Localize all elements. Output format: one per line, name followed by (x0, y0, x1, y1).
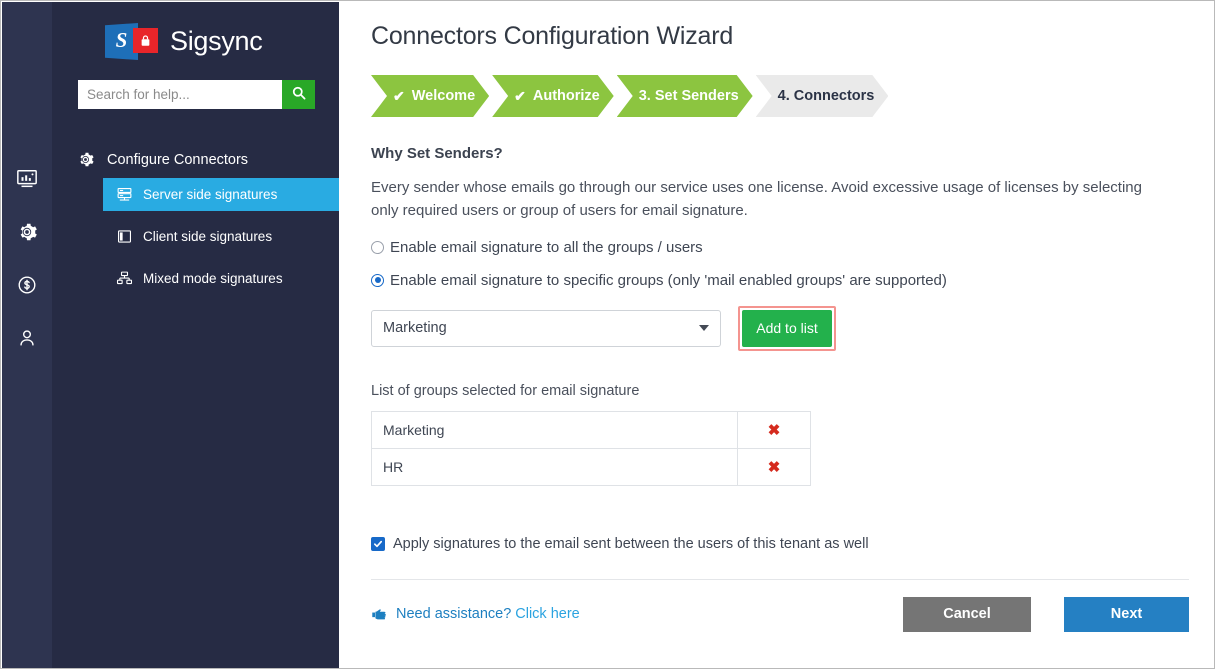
wizard-step-connectors[interactable]: 4. Connectors (756, 75, 889, 117)
table-row: HR ✖ (371, 447, 811, 486)
next-button[interactable]: Next (1064, 596, 1189, 632)
left-icon-rail (2, 2, 52, 668)
wizard-step-label: 4. Connectors (777, 88, 875, 104)
wizard-step-welcome[interactable]: ✔ Welcome (371, 75, 489, 117)
wizard-step-set-senders[interactable]: 3. Set Senders (617, 75, 753, 117)
sidebar-item-label: Mixed mode signatures (143, 271, 283, 286)
dashboard-chart-icon[interactable] (2, 152, 52, 205)
search-button[interactable] (282, 80, 315, 109)
group-select-row: Marketing Add to list (371, 305, 1189, 351)
footer: Need assistance? Click here Cancel Next (371, 596, 1189, 632)
footer-buttons: Cancel Next (903, 596, 1189, 632)
section-title: Why Set Senders? (371, 145, 503, 162)
search-input[interactable] (78, 80, 282, 109)
search-bar (78, 80, 315, 109)
tenant-checkbox-row[interactable]: Apply signatures to the email sent betwe… (371, 536, 1189, 552)
assist-click-here[interactable]: Click here (515, 606, 580, 622)
main-content: Connectors Configuration Wizard ✔ Welcom… (339, 2, 1214, 668)
sigsync-logo-mark: S (105, 23, 161, 60)
delete-cell[interactable]: ✖ (737, 447, 811, 486)
group-select[interactable]: Marketing (371, 309, 721, 347)
lock-icon (133, 28, 158, 53)
delete-icon[interactable]: ✖ (767, 421, 781, 439)
wizard-step-label: Welcome (411, 88, 476, 104)
sidebar-header-label: Configure Connectors (107, 151, 249, 168)
wizard-step-authorize[interactable]: ✔ Authorize (492, 75, 614, 117)
checkbox-icon-checked[interactable] (371, 536, 385, 551)
wizard-step-label: 3. Set Senders (638, 88, 739, 104)
search-icon (292, 86, 306, 103)
gear-icon[interactable] (2, 205, 52, 258)
delete-icon[interactable]: ✖ (767, 458, 781, 476)
brand-name: Sigsync (170, 26, 263, 56)
wizard-steps: ✔ Welcome ✔ Authorize 3. Set Senders 4. … (371, 75, 1189, 117)
group-select-value: Marketing (383, 320, 447, 336)
pointing-hand-icon (371, 607, 388, 622)
logo-s-letter: S (115, 28, 128, 52)
assist-text: Need assistance? (396, 606, 512, 622)
sidebar-item-client-side-signatures[interactable]: Client side signatures (103, 220, 339, 253)
section-description: Every sender whose emails go through our… (371, 179, 1142, 220)
tenant-checkbox-label: Apply signatures to the email sent betwe… (393, 535, 869, 552)
gear-settings-icon (76, 150, 102, 169)
group-name-cell: HR (371, 447, 738, 486)
client-window-icon (116, 228, 139, 245)
radio-label: Enable email signature to all the groups… (390, 238, 703, 256)
add-to-list-button[interactable]: Add to list (742, 309, 832, 347)
radio-icon[interactable] (371, 240, 384, 254)
sidebar-item-label: Client side signatures (143, 229, 273, 244)
cancel-button[interactable]: Cancel (903, 596, 1031, 632)
chevron-down-icon (699, 325, 709, 331)
radio-specific-groups[interactable]: Enable email signature to specific group… (371, 272, 1189, 289)
wizard-step-label: Authorize (532, 88, 600, 104)
brand-logo[interactable]: S Sigsync (52, 2, 339, 64)
add-to-list-highlight: Add to list (738, 305, 836, 351)
selected-groups-table: Marketing ✖ HR ✖ (371, 410, 811, 486)
sidebar-item-mixed-mode-signatures[interactable]: Mixed mode signatures (103, 262, 339, 295)
check-icon: ✔ (393, 87, 405, 104)
logo-s-shape: S (105, 23, 138, 60)
user-icon[interactable] (2, 311, 52, 364)
server-icon (116, 186, 139, 203)
sidebar: S Sigsync (52, 2, 339, 668)
radio-icon-selected[interactable] (371, 273, 384, 287)
mixed-mode-icon (116, 270, 139, 287)
footer-divider (371, 578, 1189, 580)
sidebar-item-label: Server side signatures (143, 187, 278, 202)
sidebar-header-configure-connectors[interactable]: Configure Connectors (76, 150, 339, 169)
dollar-circle-icon[interactable] (2, 258, 52, 311)
delete-cell[interactable]: ✖ (737, 410, 811, 449)
page-title: Connectors Configuration Wizard (371, 22, 734, 50)
group-name-cell: Marketing (371, 410, 738, 449)
selected-groups-label: List of groups selected for email signat… (371, 382, 640, 399)
sidebar-item-server-side-signatures[interactable]: Server side signatures (103, 178, 339, 211)
need-assistance-link[interactable]: Need assistance? Click here (371, 606, 580, 622)
table-row: Marketing ✖ (371, 410, 811, 449)
radio-label: Enable email signature to specific group… (390, 271, 947, 289)
radio-all-groups-users[interactable]: Enable email signature to all the groups… (371, 239, 1189, 256)
check-icon: ✔ (514, 87, 526, 104)
